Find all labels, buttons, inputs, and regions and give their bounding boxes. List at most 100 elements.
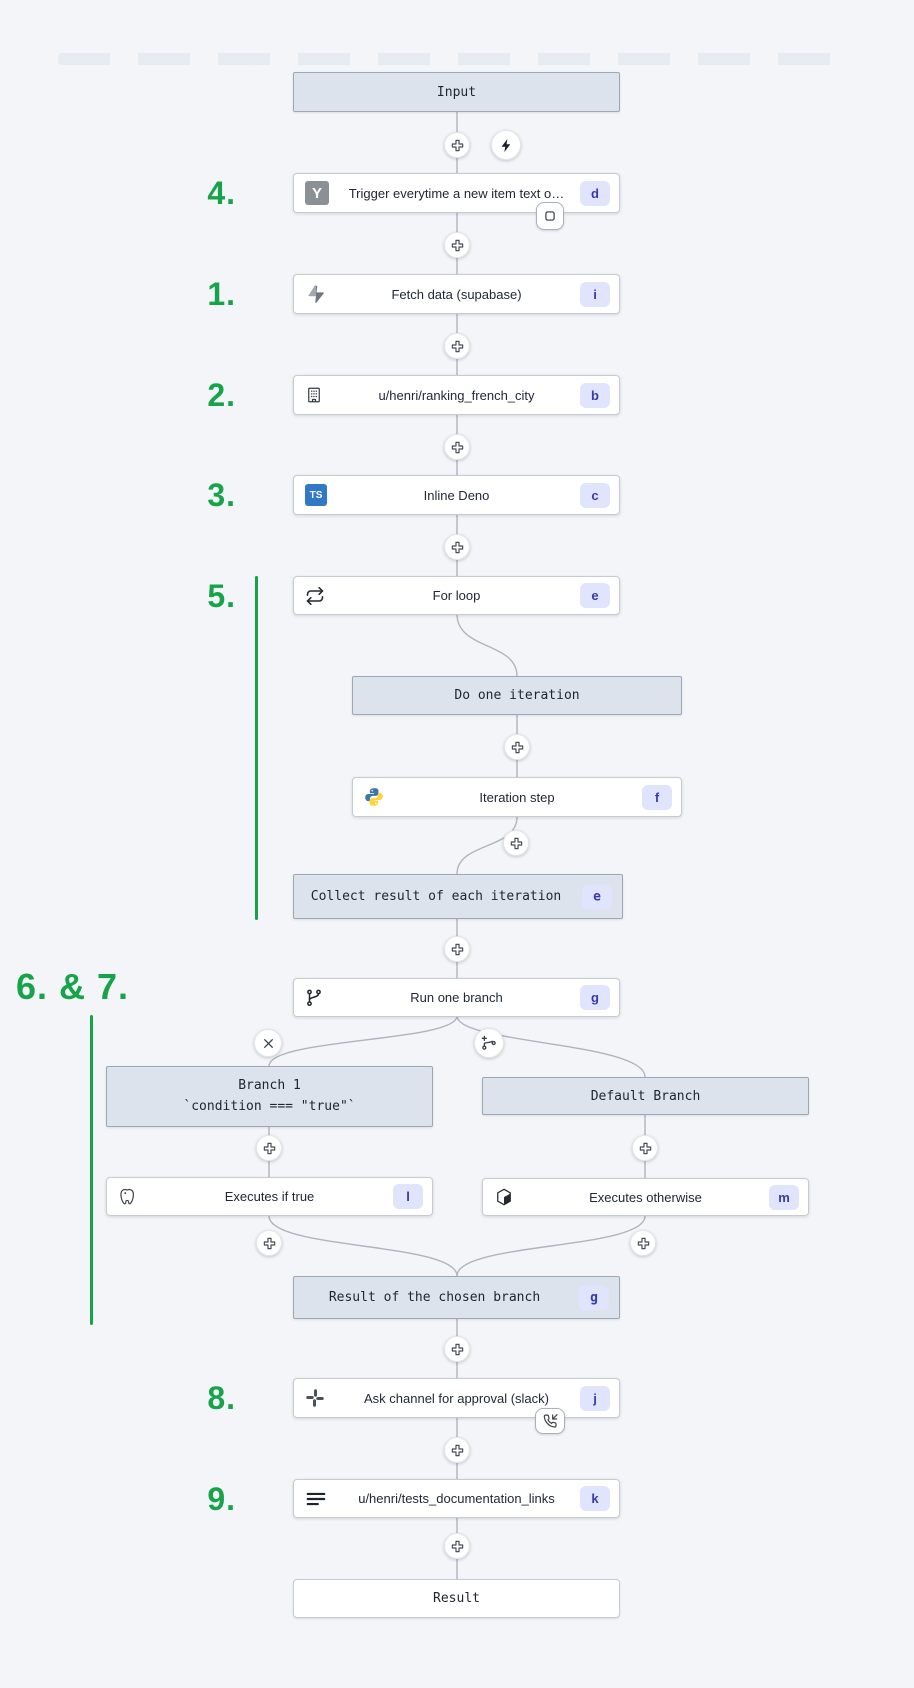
add-step-button[interactable] bbox=[444, 936, 470, 962]
step-run-one-branch-label: Run one branch bbox=[410, 990, 503, 1005]
step-fetch-data[interactable]: Fetch data (supabase) i bbox=[293, 274, 620, 314]
chosen-branch-result-label: Result of the chosen branch bbox=[328, 1290, 541, 1305]
step-tests-documentation-links[interactable]: u/henri/tests_documentation_links k bbox=[293, 1479, 620, 1518]
branch-1-title: Branch 1 bbox=[238, 1078, 301, 1094]
plus-icon bbox=[263, 1142, 275, 1154]
annotation-line-6-7 bbox=[90, 1015, 93, 1325]
add-step-button[interactable] bbox=[630, 1230, 656, 1256]
default-branch-label: Default Branch bbox=[590, 1088, 701, 1104]
plus-icon bbox=[511, 741, 523, 753]
annotation-9: 9. bbox=[207, 1481, 236, 1517]
chosen-branch-result-badge: g bbox=[579, 1285, 609, 1310]
suspend-approval-button[interactable] bbox=[535, 1408, 565, 1434]
step-fetch-data-label: Fetch data (supabase) bbox=[391, 286, 522, 302]
step-ranking-french-city-badge: b bbox=[580, 382, 610, 408]
annotation-6-7: 6. & 7. bbox=[16, 966, 130, 1007]
python-icon bbox=[365, 788, 383, 806]
annotation-1: 1. bbox=[207, 276, 236, 312]
input-box-label: Input bbox=[436, 84, 477, 100]
plus-icon bbox=[451, 139, 463, 151]
result-box-label: Result bbox=[433, 1591, 480, 1606]
add-step-button[interactable] bbox=[256, 1135, 282, 1161]
step-iteration-badge: f bbox=[642, 784, 672, 810]
plus-icon bbox=[451, 943, 463, 955]
add-step-button[interactable] bbox=[504, 734, 530, 760]
step-run-one-branch-badge: g bbox=[580, 985, 610, 1010]
do-one-iteration-box[interactable]: Do one iteration bbox=[352, 676, 682, 715]
plus-icon bbox=[263, 1237, 275, 1249]
step-run-one-branch[interactable]: Run one branch g bbox=[293, 978, 620, 1017]
step-executes-otherwise[interactable]: Executes otherwise m bbox=[482, 1178, 809, 1216]
step-executes-if-true[interactable]: Executes if true l bbox=[106, 1177, 433, 1216]
menu-lines-icon bbox=[306, 1492, 326, 1505]
add-step-button[interactable] bbox=[444, 232, 470, 258]
plus-icon bbox=[451, 1444, 463, 1456]
chosen-branch-result-box[interactable]: Result of the chosen branch g bbox=[293, 1276, 620, 1319]
do-one-iteration-label: Do one iteration bbox=[454, 688, 580, 703]
add-step-button[interactable] bbox=[444, 1533, 470, 1559]
step-executes-otherwise-label: Executes otherwise bbox=[589, 1189, 702, 1205]
plus-icon bbox=[639, 1142, 651, 1154]
remove-branch-button[interactable] bbox=[254, 1029, 282, 1057]
default-branch-box[interactable]: Default Branch bbox=[482, 1077, 809, 1115]
step-inline-deno-badge: c bbox=[580, 482, 610, 508]
annotation-8: 8. bbox=[207, 1380, 236, 1416]
branch-1-condition: `condition === "true"` bbox=[183, 1099, 356, 1114]
step-trigger[interactable]: Y Trigger everytime a new item text o… d bbox=[293, 173, 620, 213]
plus-icon bbox=[451, 1540, 463, 1552]
step-trigger-badge: d bbox=[580, 180, 610, 206]
step-for-loop[interactable]: For loop e bbox=[293, 576, 620, 615]
x-icon bbox=[263, 1038, 273, 1048]
branch-1-box[interactable]: Branch 1 `condition === "true"` bbox=[106, 1066, 433, 1127]
add-step-button[interactable] bbox=[444, 1437, 470, 1463]
run-trigger-button[interactable] bbox=[491, 130, 521, 160]
collect-result-box[interactable]: Collect result of each iteration e bbox=[293, 874, 623, 919]
step-inline-deno-label: Inline Deno bbox=[423, 487, 490, 503]
cube-icon bbox=[497, 1188, 511, 1206]
annotation-3: 3. bbox=[207, 477, 236, 513]
step-iteration-label: Iteration step bbox=[479, 789, 555, 805]
collect-result-label: Collect result of each iteration bbox=[310, 889, 562, 904]
lightning-icon bbox=[501, 138, 510, 152]
add-step-button[interactable] bbox=[444, 1336, 470, 1362]
step-executes-if-true-label: Executes if true bbox=[224, 1189, 315, 1204]
plus-icon bbox=[451, 441, 463, 453]
step-fetch-data-badge: i bbox=[580, 281, 610, 307]
annotation-2: 2. bbox=[207, 377, 236, 413]
annotation-5: 5. bbox=[207, 578, 236, 614]
supabase-bolt-icon bbox=[308, 285, 324, 303]
branch-plus-icon bbox=[481, 1035, 496, 1050]
add-step-button[interactable] bbox=[444, 434, 470, 460]
plus-icon bbox=[451, 541, 463, 553]
step-ranking-french-city[interactable]: u/henri/ranking_french_city b bbox=[293, 375, 620, 415]
hackernews-y-icon: Y bbox=[305, 181, 329, 205]
blurred-toolbar-strip bbox=[58, 53, 858, 65]
step-for-loop-label: For loop bbox=[432, 588, 481, 603]
typescript-icon: TS bbox=[305, 484, 327, 506]
result-box[interactable]: Result bbox=[293, 1579, 620, 1618]
add-step-button[interactable] bbox=[632, 1135, 658, 1161]
building-icon bbox=[308, 387, 320, 403]
add-step-button[interactable] bbox=[503, 830, 529, 856]
step-executes-if-true-badge: l bbox=[393, 1184, 423, 1209]
step-ask-approval-label: Ask channel for approval (slack) bbox=[364, 1390, 549, 1406]
add-step-button[interactable] bbox=[444, 132, 470, 158]
slack-icon bbox=[306, 1389, 324, 1407]
step-inline-deno[interactable]: TS Inline Deno c bbox=[293, 475, 620, 515]
step-tests-documentation-links-badge: k bbox=[580, 1486, 610, 1511]
add-step-button[interactable] bbox=[256, 1230, 282, 1256]
add-branch-button[interactable] bbox=[474, 1028, 504, 1058]
git-branch-icon bbox=[307, 989, 321, 1006]
square-icon bbox=[545, 211, 555, 221]
postgresql-icon bbox=[120, 1188, 134, 1204]
add-step-button[interactable] bbox=[444, 333, 470, 359]
step-tests-documentation-links-label: u/henri/tests_documentation_links bbox=[358, 1491, 555, 1506]
input-box[interactable]: Input bbox=[293, 72, 620, 112]
step-trigger-label: Trigger everytime a new item text o… bbox=[348, 185, 565, 201]
early-stop-button[interactable] bbox=[536, 202, 564, 230]
plus-icon bbox=[451, 340, 463, 352]
add-step-button[interactable] bbox=[444, 534, 470, 560]
collect-result-badge: e bbox=[582, 884, 612, 909]
step-ask-approval[interactable]: Ask channel for approval (slack) j bbox=[293, 1378, 620, 1418]
step-iteration[interactable]: Iteration step f bbox=[352, 777, 682, 817]
